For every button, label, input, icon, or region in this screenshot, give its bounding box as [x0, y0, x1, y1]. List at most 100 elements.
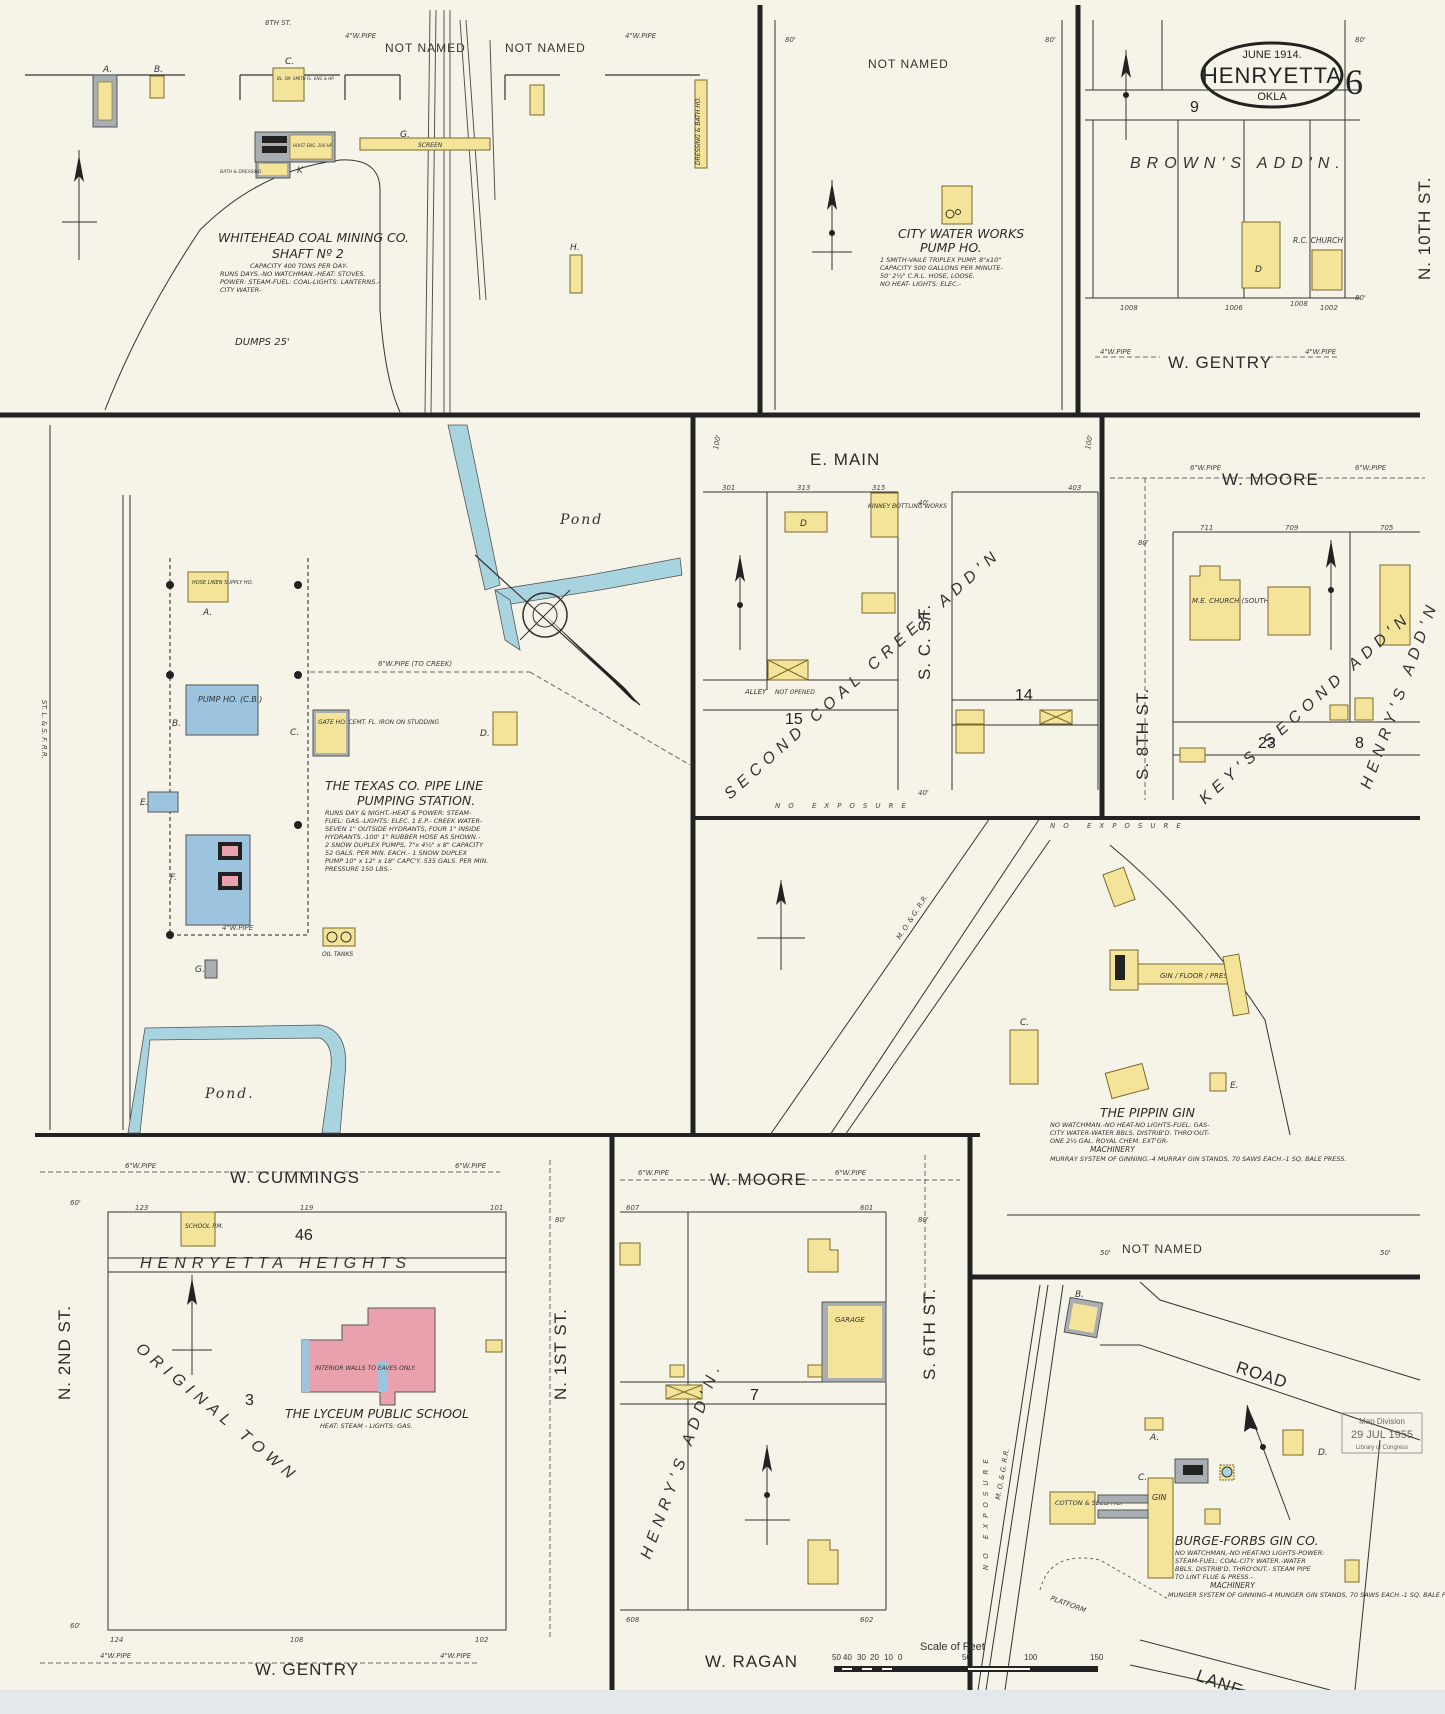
building-b-pump-ho[interactable] — [185, 684, 259, 736]
dwelling[interactable] — [1241, 221, 1281, 289]
north-arrow-icon — [62, 150, 97, 260]
building-a-supply-ho[interactable] — [187, 571, 229, 603]
street-w-cummings: W. CUMMINGS — [230, 1168, 360, 1187]
building-powder-ho[interactable] — [529, 84, 545, 116]
svg-text:STEAM-FUEL: COAL-CITY WATER.-W: STEAM-FUEL: COAL-CITY WATER.-WATER — [1175, 1557, 1306, 1565]
building-a-seed-ho[interactable] — [1102, 866, 1136, 908]
building-e[interactable] — [1209, 1072, 1227, 1092]
block-number-9: 9 — [1190, 99, 1199, 116]
svg-text:10: 10 — [884, 1653, 893, 1662]
svg-text:Scale of Feet: Scale of Feet — [920, 1641, 985, 1653]
svg-text:NO WATCHMAN.-NO HEAT-NO LIGHTS: NO WATCHMAN.-NO HEAT-NO LIGHTS-FUEL: GAS… — [1050, 1121, 1210, 1129]
svg-text:D.: D. — [480, 729, 490, 739]
svg-text:B.: B. — [154, 65, 163, 75]
street-n-2nd: N. 2ND ST. — [55, 1305, 74, 1400]
dumps-outline — [104, 159, 401, 413]
svg-text:50': 50' — [1380, 1249, 1391, 1257]
dwelling[interactable] — [1267, 586, 1311, 636]
building-g-tipple[interactable] — [359, 137, 491, 151]
north-arrow-icon — [745, 1445, 790, 1545]
svg-text:29 JUL 1955: 29 JUL 1955 — [1351, 1429, 1413, 1441]
pump-house-building[interactable] — [941, 185, 973, 225]
building-c-gin[interactable] — [1147, 1477, 1174, 1579]
pipe-label: 4"W.PIPE — [345, 32, 377, 40]
whitehead-title: WHITEHEAD COAL MINING CO. — [218, 230, 409, 245]
svg-text:C.: C. — [1020, 1018, 1029, 1028]
svg-text:608: 608 — [626, 1616, 640, 1624]
compass-rose-icon — [474, 554, 641, 706]
building-b[interactable] — [149, 75, 165, 99]
svg-text:GIN: GIN — [1152, 1493, 1167, 1502]
building-e-lab[interactable] — [147, 791, 179, 813]
dwelling[interactable] — [784, 511, 828, 533]
svg-text:119: 119 — [300, 1204, 314, 1212]
building-d-supply-ho[interactable] — [492, 711, 518, 746]
svg-text:MURRAY SYSTEM OF GINNING.-4 MU: MURRAY SYSTEM OF GINNING.-4 MURRAY GIN S… — [1050, 1155, 1346, 1163]
svg-text:FUEL: GAS.-LIGHTS: ELEC. 1 E.P: FUEL: GAS.-LIGHTS: ELEC. 1 E.P.- CREEK W… — [325, 817, 483, 825]
svg-text:CAPACITY 500 GALLONS PER MINUT: CAPACITY 500 GALLONS PER MINUTE- — [880, 264, 1003, 272]
north-arrow-icon — [172, 1275, 212, 1375]
dwelling[interactable] — [807, 1539, 839, 1585]
kinney-bottling-works[interactable] — [870, 492, 899, 538]
building-d-cotton-seed-ho[interactable] — [1104, 1062, 1150, 1100]
street-not-named-2: NOT NAMED — [868, 57, 949, 71]
svg-text:1006: 1006 — [1225, 304, 1243, 312]
cartouche-oval — [1200, 41, 1344, 109]
svg-text:602: 602 — [860, 1616, 874, 1624]
building-g-gas-regulator[interactable] — [204, 959, 218, 979]
street-w-gentry-bottom: W. GENTRY — [255, 1660, 359, 1679]
svg-text:NOT OPENED: NOT OPENED — [775, 689, 815, 696]
dwelling[interactable] — [619, 1242, 641, 1266]
svg-text:80': 80' — [1138, 539, 1149, 547]
railroad-label: ST. L. & S. F. R.R. — [40, 700, 48, 759]
dwelling[interactable] — [955, 724, 985, 754]
oil-tanks[interactable] — [322, 927, 356, 947]
pond-bottom — [127, 1024, 347, 1134]
svg-text:50' 2½" C.R.L. HOSE, LOOSE.: 50' 2½" C.R.L. HOSE, LOOSE. — [880, 272, 975, 280]
building-c-blacksmith[interactable] — [272, 67, 305, 102]
svg-text:6"W.PIPE: 6"W.PIPE — [638, 1169, 670, 1177]
svg-text:NO HEAT- LIGHTS: ELEC.-: NO HEAT- LIGHTS: ELEC.- — [880, 280, 962, 288]
svg-text:6"W.PIPE: 6"W.PIPE — [835, 1169, 867, 1177]
title-cartouche: JUNE 1914. HENRYETTA OKLA 6 — [1200, 41, 1363, 109]
building-c-hay-shed[interactable] — [1009, 1029, 1039, 1085]
svg-text:403: 403 — [1068, 484, 1081, 492]
svg-text:100': 100' — [712, 434, 723, 451]
svg-text:6"W.PIPE: 6"W.PIPE — [455, 1162, 487, 1170]
svg-text:1008: 1008 — [1290, 300, 1308, 308]
creek — [447, 424, 501, 591]
me-church-building[interactable] — [1189, 565, 1241, 641]
grocery[interactable] — [955, 709, 985, 725]
svg-text:RUNS DAYS.-NO WATCHMAN.-HEAT:: RUNS DAYS.-NO WATCHMAN.-HEAT: STOVES. — [220, 270, 366, 278]
cotton-seed-ho[interactable] — [1049, 1491, 1096, 1525]
water-works-subtitle: PUMP HO. — [920, 240, 982, 255]
svg-text:6"W.PIPE: 6"W.PIPE — [1355, 464, 1387, 472]
building-h-fan-ho[interactable] — [569, 254, 583, 294]
svg-text:80': 80' — [1355, 294, 1366, 302]
dwelling[interactable] — [861, 592, 896, 614]
svg-text:4"W.PIPE: 4"W.PIPE — [440, 1652, 472, 1660]
shed[interactable] — [485, 1339, 503, 1353]
svg-text:705: 705 — [1380, 524, 1394, 532]
building-d[interactable] — [1282, 1429, 1304, 1456]
lyceum-school-building[interactable] — [301, 1307, 436, 1406]
svg-text:80': 80' — [555, 1216, 566, 1224]
svg-text:30: 30 — [857, 1653, 866, 1662]
dwelling[interactable] — [807, 1238, 839, 1273]
svg-text:80': 80' — [1355, 36, 1366, 44]
library-stamp: Map Division 29 JUL 1955 Library of Cong… — [1341, 1412, 1423, 1454]
svg-text:G.: G. — [195, 965, 205, 975]
svg-text:TO LINT FLUE & PRESS.-: TO LINT FLUE & PRESS.- — [1175, 1573, 1254, 1581]
rc-church-building[interactable] — [1311, 249, 1343, 291]
svg-text:40': 40' — [918, 499, 929, 507]
street-w-moore-right: W. MOORE — [1222, 470, 1319, 489]
dwelling[interactable] — [1379, 564, 1411, 646]
building-a-coal[interactable] — [1144, 1417, 1164, 1431]
svg-text:50': 50' — [1100, 1249, 1111, 1257]
svg-text:ONE 2½ GAL. ROYAL CHEM. EXT'GR: ONE 2½ GAL. ROYAL CHEM. EXT'GR- — [1050, 1137, 1169, 1145]
school-rm-building[interactable] — [180, 1211, 216, 1247]
addition-second-coal-creek: SECOND COAL CREEK ADD'N — [721, 545, 1004, 803]
svg-text:313: 313 — [797, 484, 810, 492]
building-dressing-bath[interactable] — [694, 79, 708, 169]
